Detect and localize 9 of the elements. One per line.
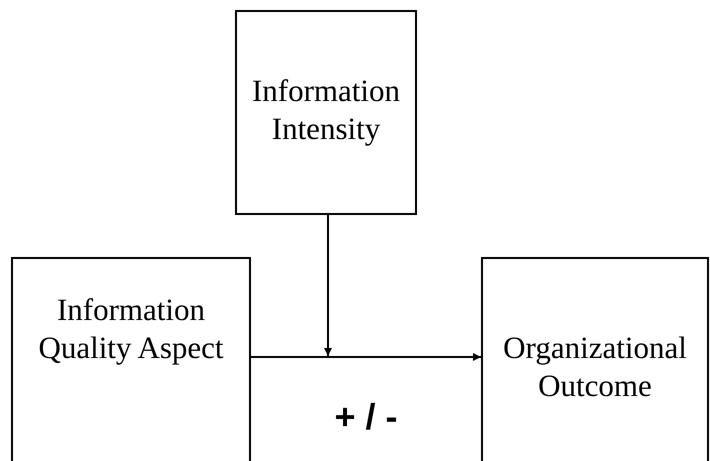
box-label: Organizational Outcome — [502, 329, 688, 405]
concept-box — [235, 10, 417, 215]
box-label: Information Quality Aspect — [37, 291, 225, 367]
concept-box — [481, 257, 709, 461]
box-label: Information Intensity — [250, 72, 402, 148]
relation-sign: + / - — [333, 395, 399, 439]
arrow — [324, 215, 332, 356]
arrow — [251, 353, 481, 361]
concept-box — [11, 257, 251, 461]
